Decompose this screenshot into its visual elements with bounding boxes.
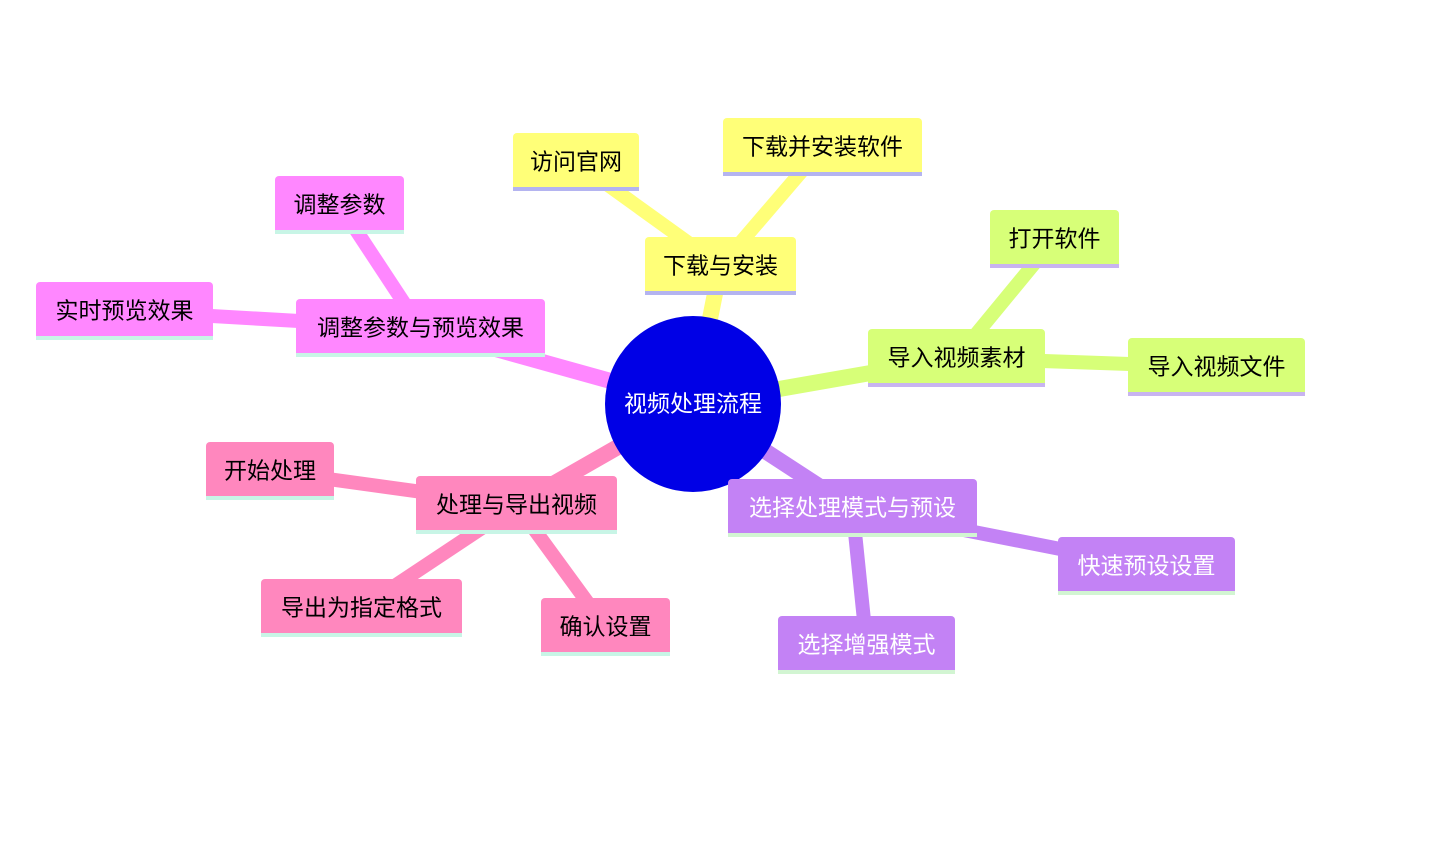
node-box: [541, 598, 670, 656]
node-underline: [261, 633, 462, 637]
node-label: 导入视频文件: [1148, 355, 1286, 381]
node-box: [868, 329, 1045, 387]
node-underline: [1128, 392, 1305, 396]
node-box: [1128, 338, 1305, 396]
node-open[interactable]: 打开软件: [990, 210, 1119, 268]
root-circle: [605, 316, 781, 492]
node-box: [645, 237, 796, 295]
node-underline: [541, 652, 670, 656]
node-export[interactable]: 导出为指定格式: [261, 579, 462, 637]
node-underline: [868, 383, 1045, 387]
node-enhance[interactable]: 选择增强模式: [778, 616, 955, 674]
node-underline: [275, 230, 404, 234]
node-underline: [513, 187, 639, 191]
node-label: 确认设置: [560, 615, 652, 641]
node-label: 导入视频素材: [888, 346, 1026, 372]
node-box: [1058, 537, 1235, 595]
node-label: 处理与导出视频: [436, 493, 597, 519]
node-underline: [36, 336, 213, 340]
node-start[interactable]: 开始处理: [206, 442, 334, 500]
root-label: 视频处理流程: [624, 392, 762, 418]
node-box: [275, 176, 404, 234]
node-box: [778, 616, 955, 674]
node-importfile[interactable]: 导入视频文件: [1128, 338, 1305, 396]
node-underline: [728, 533, 977, 537]
node-install[interactable]: 下载并安装软件: [723, 118, 922, 176]
node-label: 下载并安装软件: [742, 135, 903, 161]
node-import[interactable]: 导入视频素材: [868, 329, 1045, 387]
node-box: [296, 299, 545, 357]
node-label: 导出为指定格式: [281, 596, 442, 622]
node-visit[interactable]: 访问官网: [513, 133, 639, 191]
node-label: 选择增强模式: [798, 633, 936, 659]
root-node[interactable]: 视频处理流程: [605, 316, 781, 492]
node-box: [261, 579, 462, 637]
node-quick[interactable]: 快速预设设置: [1058, 537, 1235, 595]
node-box: [728, 479, 977, 537]
node-underline: [416, 530, 617, 534]
node-label: 调整参数: [294, 193, 386, 219]
node-underline: [1058, 591, 1235, 595]
node-label: 打开软件: [1009, 227, 1101, 253]
node-process[interactable]: 处理与导出视频: [416, 476, 617, 534]
node-box: [206, 442, 334, 500]
node-params[interactable]: 调整参数: [275, 176, 404, 234]
node-underline: [206, 496, 334, 500]
node-mode[interactable]: 选择处理模式与预设: [728, 479, 977, 537]
node-label: 实时预览效果: [56, 299, 194, 325]
node-label: 选择处理模式与预设: [749, 496, 956, 522]
node-underline: [990, 264, 1119, 268]
node-box: [990, 210, 1119, 268]
node-box: [36, 282, 213, 340]
node-box: [416, 476, 617, 534]
node-label: 调整参数与预览效果: [317, 316, 524, 342]
node-adjust[interactable]: 调整参数与预览效果: [296, 299, 545, 357]
node-underline: [296, 353, 545, 357]
node-label: 快速预设设置: [1078, 554, 1216, 580]
node-box: [723, 118, 922, 176]
node-label: 开始处理: [224, 459, 316, 485]
node-underline: [723, 172, 922, 176]
node-underline: [778, 670, 955, 674]
node-download[interactable]: 下载与安装: [645, 237, 796, 295]
node-underline: [645, 291, 796, 295]
node-confirm[interactable]: 确认设置: [541, 598, 670, 656]
node-box: [513, 133, 639, 191]
node-label: 下载与安装: [663, 254, 778, 280]
node-label: 访问官网: [530, 150, 622, 176]
node-preview[interactable]: 实时预览效果: [36, 282, 213, 340]
